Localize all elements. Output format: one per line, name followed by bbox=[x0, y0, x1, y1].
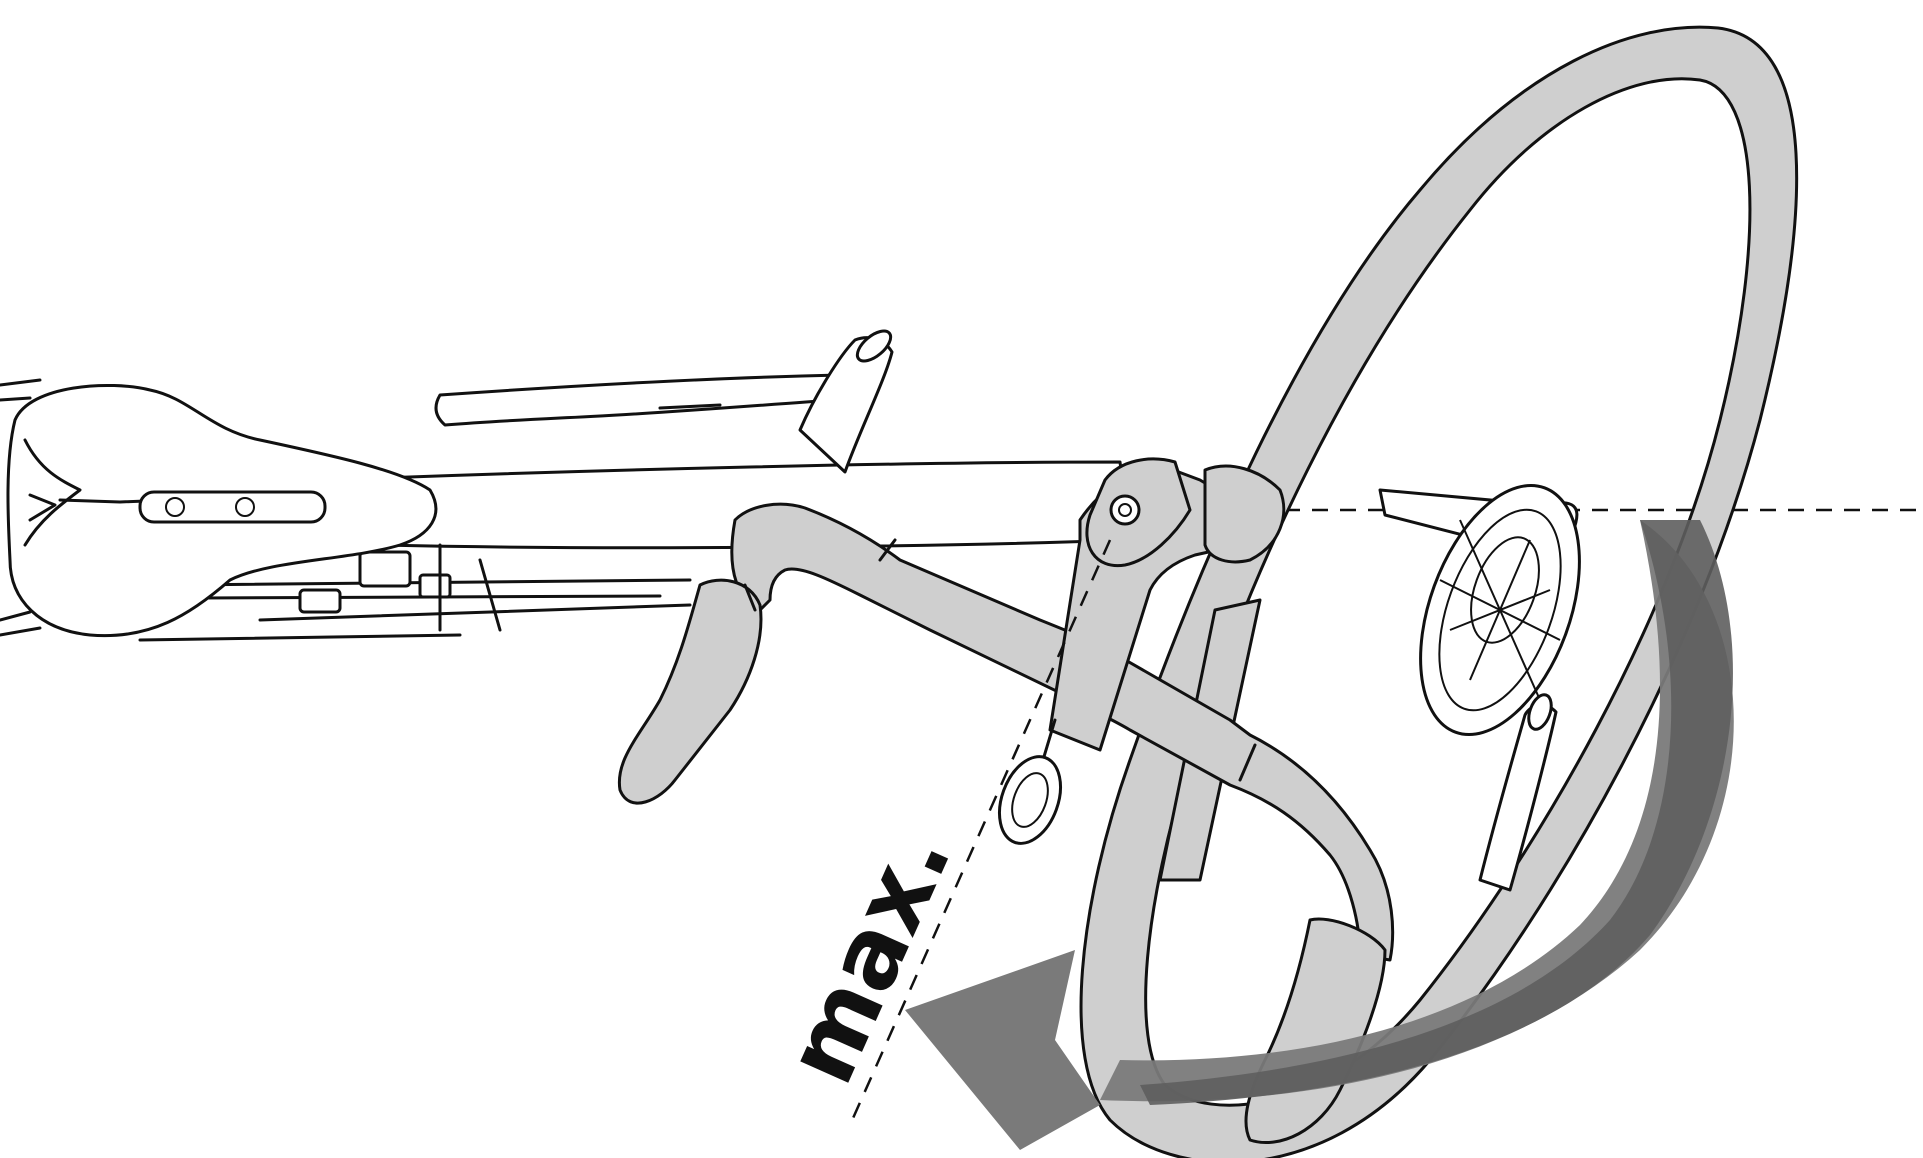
bottle-tube bbox=[434, 373, 842, 427]
saddle bbox=[6, 383, 438, 638]
bike-frame bbox=[0, 373, 1132, 642]
stem-bolt bbox=[1109, 494, 1141, 526]
left-pedal bbox=[998, 718, 1062, 845]
rotation-arrow bbox=[905, 520, 1734, 1150]
right-crank bbox=[1378, 484, 1581, 736]
max-label: max. bbox=[764, 813, 973, 1099]
max-angle-dashed-line bbox=[848, 539, 1112, 1126]
stem-clamp bbox=[1203, 464, 1286, 564]
left-brake-hood bbox=[617, 578, 763, 805]
saddle-cutout bbox=[138, 490, 327, 524]
derailleur bbox=[358, 550, 412, 588]
chainring bbox=[1419, 484, 1581, 736]
left-crank-arm bbox=[798, 336, 894, 474]
arrow-head bbox=[905, 950, 1100, 1150]
stem bbox=[1048, 457, 1286, 752]
